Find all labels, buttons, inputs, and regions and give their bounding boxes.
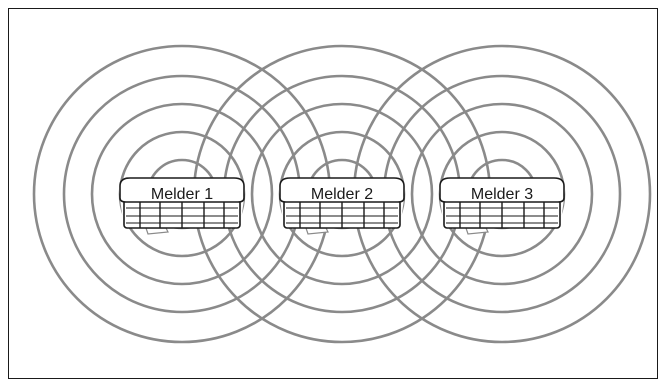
detector-1: Melder 1	[118, 177, 246, 235]
detectors: Melder 1 Melder 2 Melder 3	[118, 177, 566, 235]
detector-cap	[279, 177, 405, 203]
detector-shadow	[145, 227, 169, 235]
signal-ring-3-3	[410, 102, 594, 286]
signal-ring-2-3	[250, 102, 434, 286]
detector-3: Melder 3	[438, 177, 566, 235]
detector-cap	[119, 177, 245, 203]
detector-cap	[439, 177, 565, 203]
signal-ring-1-3	[90, 102, 274, 286]
detector-label: Melder 1	[151, 186, 213, 203]
detector-label: Melder 3	[471, 186, 533, 203]
diagram-border	[8, 8, 658, 379]
detector-2: Melder 2	[278, 177, 406, 235]
detector-label: Melder 2	[311, 186, 373, 203]
